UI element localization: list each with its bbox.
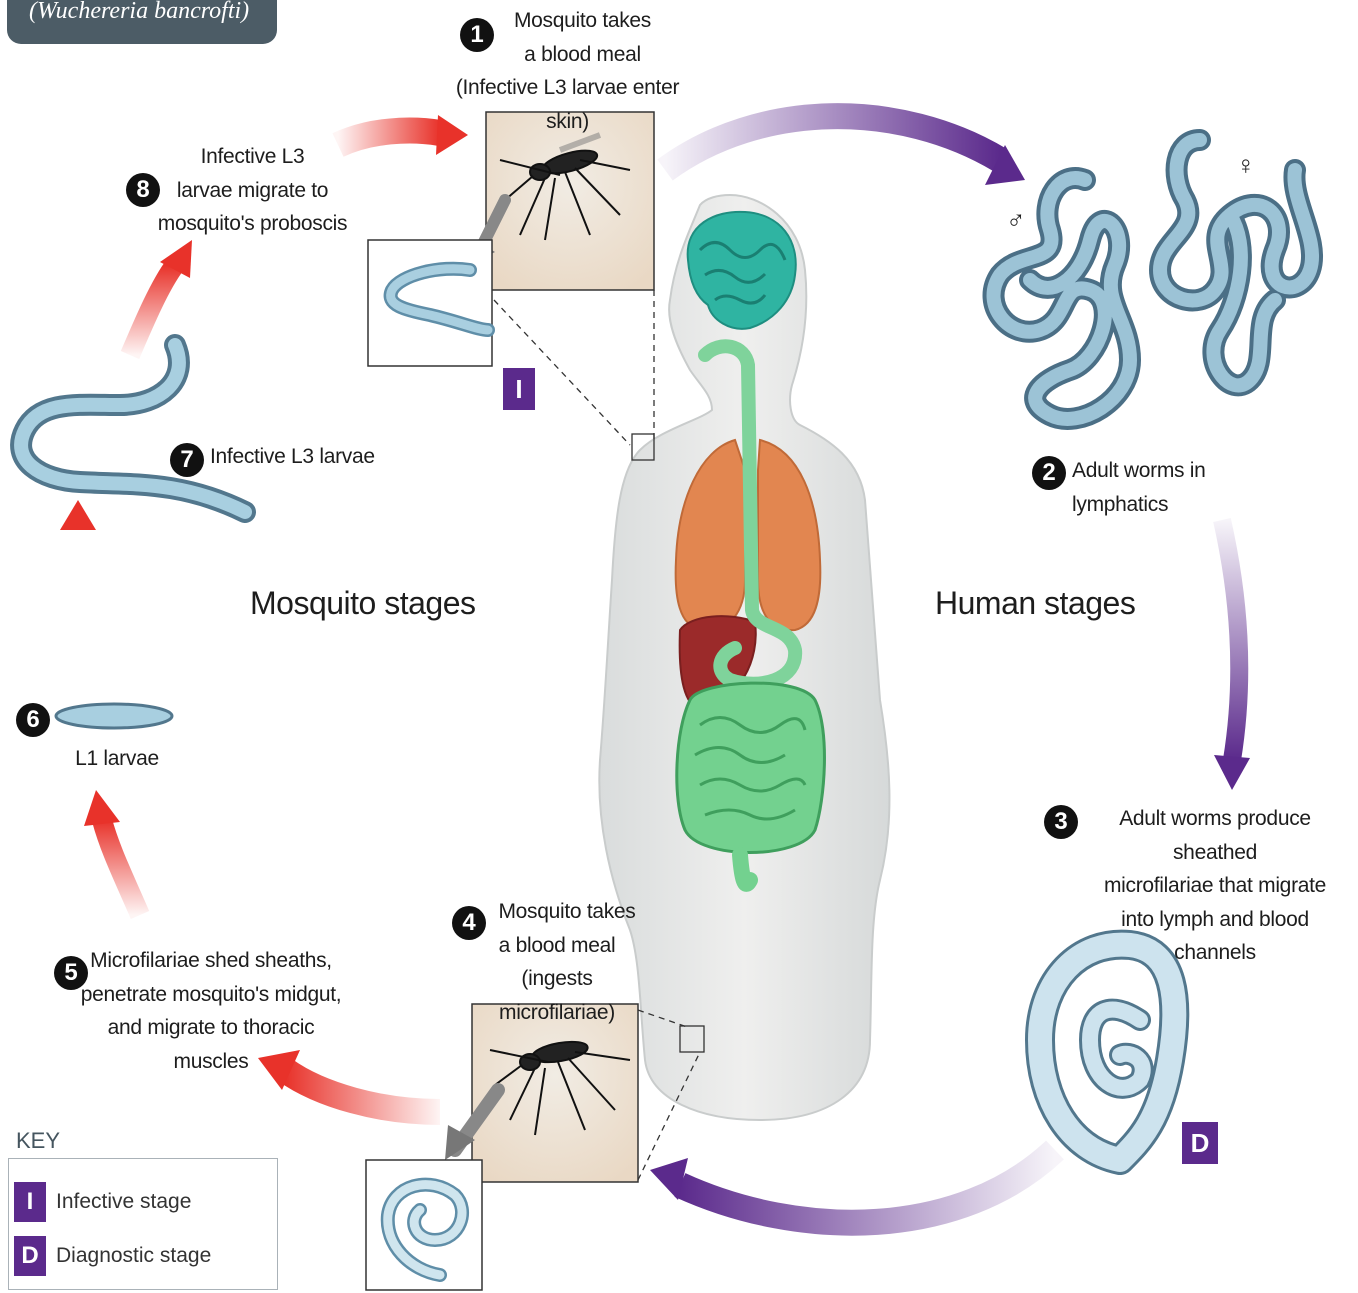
adult-worms [994, 140, 1313, 419]
mosquito-box-bottom [445, 1004, 638, 1182]
step-8-line-3: mosquito's proboscis [155, 207, 350, 241]
step-4-line-3: (ingests microfilariae) [462, 962, 652, 1029]
step-2-label: Adult worms in lymphatics [1072, 454, 1302, 521]
step-1-label: Mosquito takes a blood meal (Infective L… [440, 4, 695, 138]
step-3-line-2: microfilariae that migrate [1080, 869, 1350, 903]
step-2-number: 2 [1032, 456, 1066, 490]
step-8-line-1: Infective L3 [155, 140, 350, 174]
key-title: KEY [16, 1128, 60, 1154]
step-5-line-2: penetrate mosquito's midgut, [76, 978, 346, 1012]
step-8-label: Infective L3 larvae migrate to mosquito'… [155, 140, 350, 241]
step-2-line-1: Adult worms in lymphatics [1072, 454, 1302, 521]
key-diagnostic-swatch: D [14, 1236, 46, 1276]
inset-box-top [368, 240, 492, 366]
inset-box-bottom [366, 1160, 482, 1290]
mosquito-box-top [470, 112, 654, 290]
l1-larva [56, 704, 172, 728]
sheathed-microfilaria [1040, 945, 1174, 1160]
human-stages-title: Human stages [935, 585, 1135, 622]
key-infective-label: Infective stage [56, 1190, 191, 1214]
step-7-number: 7 [170, 443, 204, 477]
infective-stage-badge: I [503, 368, 535, 410]
step-7-label: Infective L3 larvae [210, 440, 380, 474]
mosquito-stages-title: Mosquito stages [250, 585, 476, 622]
diagnostic-stage-badge: D [1182, 1122, 1218, 1164]
step-4-label: Mosquito takes a blood meal (ingests mic… [462, 895, 652, 1029]
l3-larva [21, 345, 245, 512]
female-symbol: ♀ [1236, 145, 1255, 187]
step-4-line-1: Mosquito takes [462, 895, 652, 929]
step-1-line-1: Mosquito takes [440, 4, 695, 38]
step-6-number: 6 [16, 703, 50, 737]
key-row-diagnostic: D Diagnostic stage [14, 1236, 211, 1276]
step-3-line-3: into lymph and blood channels [1080, 903, 1350, 970]
step-8-line-2: larvae migrate to [155, 174, 350, 208]
key-diagnostic-label: Diagnostic stage [56, 1244, 211, 1268]
step-5-line-1: Microfilariae shed sheaths, [76, 944, 346, 978]
key-infective-swatch: I [14, 1182, 46, 1222]
step-1-line-2: a blood meal [440, 38, 695, 72]
step-3-line-1: Adult worms produce sheathed [1080, 802, 1350, 869]
step-1-line-3: (Infective L3 larvae enter skin) [440, 71, 695, 138]
step-6-label: L1 larvae [62, 742, 172, 776]
male-symbol: ♂ [1006, 200, 1025, 242]
step-5-label: Microfilariae shed sheaths, penetrate mo… [76, 944, 346, 1078]
step-4-line-2: a blood meal [462, 929, 652, 963]
step-3-number: 3 [1044, 805, 1078, 839]
step-3-label: Adult worms produce sheathed microfilari… [1080, 802, 1350, 970]
step-5-line-3: and migrate to thoracic muscles [76, 1011, 346, 1078]
key-row-infective: I Infective stage [14, 1182, 191, 1222]
